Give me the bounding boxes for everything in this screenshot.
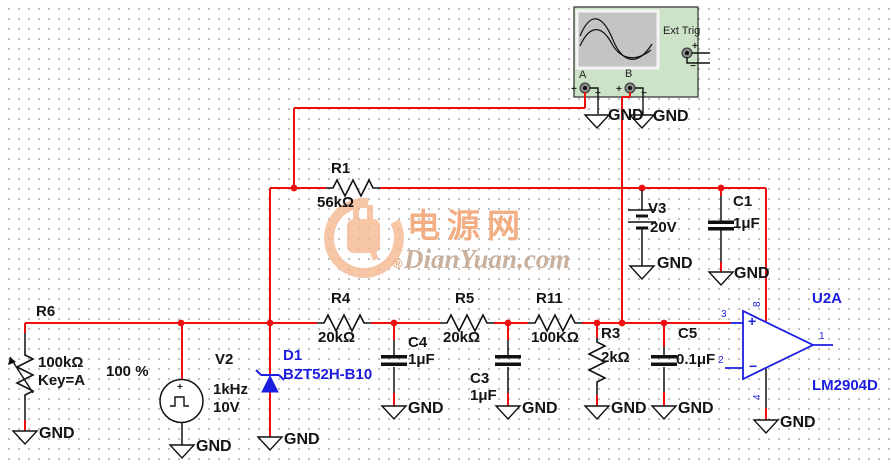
resistor-r1-icon[interactable] xyxy=(326,178,380,198)
gnd-label-d1: GND xyxy=(284,431,320,448)
label-r5-ref: R5 xyxy=(455,290,475,307)
label-r4-value: 20kΩ xyxy=(318,329,356,346)
label-c1-ref: C1 xyxy=(733,193,753,210)
gnd-label-c3: GND xyxy=(522,400,558,417)
label-r1-ref: R1 xyxy=(331,160,351,177)
resistor-r4-icon[interactable] xyxy=(317,313,371,333)
label-r11-value: 100KΩ xyxy=(531,329,579,346)
gnd-v2-icon xyxy=(168,444,196,460)
scope-ext-trig-label: Ext Trig xyxy=(663,25,701,37)
gnd-r3-icon xyxy=(583,405,611,421)
scope-ext-plus: + xyxy=(692,41,698,52)
label-v3-value: 20V xyxy=(650,219,677,236)
gnd-d1-icon xyxy=(256,436,284,452)
scope-b-plus: + xyxy=(616,84,622,95)
component-leads xyxy=(24,190,767,445)
label-v3-ref: V3 xyxy=(648,200,667,217)
label-c5-ref: C5 xyxy=(678,325,698,342)
gnd-label-r6: GND xyxy=(39,425,75,442)
gnd-label-v3: GND xyxy=(657,255,693,272)
gnd-label-r3: GND xyxy=(611,400,647,417)
gnd-r6-icon xyxy=(11,430,39,446)
resistor-r11-icon[interactable] xyxy=(528,313,582,333)
label-u2a-part: LM2904D xyxy=(812,377,878,394)
opamp-pin3-label: 3 xyxy=(721,309,727,320)
opamp-plus-sign: + xyxy=(748,313,757,329)
gnd-c5-icon xyxy=(650,405,678,421)
capacitor-c3-icon[interactable] xyxy=(495,355,521,366)
zener-diode-d1-icon[interactable] xyxy=(255,369,285,393)
label-r1-value: 56kΩ xyxy=(317,194,355,211)
label-v2-ref: V2 xyxy=(215,351,234,368)
gnd-c4-icon xyxy=(380,405,408,421)
label-c3-ref: C3 xyxy=(470,370,490,387)
wires[interactable] xyxy=(24,92,767,437)
gnd-label-c1: GND xyxy=(734,265,770,282)
opamp-minus-sign: − xyxy=(749,358,758,374)
ground-symbols[interactable] xyxy=(11,114,780,460)
gnd-c1-icon xyxy=(707,271,735,287)
label-d1-ref: D1 xyxy=(283,347,303,364)
label-u2a-ref: U2A xyxy=(812,290,843,307)
scope-terminal-a[interactable] xyxy=(579,82,591,94)
gnd-label-c4: GND xyxy=(408,400,444,417)
label-v2-volt: 10V xyxy=(213,399,240,416)
watermark-brand: 电源网 xyxy=(407,207,527,244)
label-r3-value: 2kΩ xyxy=(601,349,630,366)
label-d1-part: BZT52H-B10 xyxy=(283,366,373,383)
gnd-label-scope-a: GND xyxy=(608,107,644,124)
scope-channel-a-label: A xyxy=(579,69,587,81)
label-c1-value: 1μF xyxy=(733,215,760,232)
scope-a-plus: + xyxy=(571,84,577,95)
watermark-domain: DianYuan.com xyxy=(404,244,571,274)
gnd-label-v2: GND xyxy=(196,438,232,455)
scope-b-minus: − xyxy=(641,88,647,99)
scope-terminal-ext-trig[interactable] xyxy=(681,47,693,59)
gnd-u2a-icon xyxy=(752,419,780,435)
label-r6-percent: 100 % xyxy=(106,363,149,380)
opamp-pin1-label: 1 xyxy=(819,331,825,342)
capacitor-c1-icon[interactable] xyxy=(708,220,734,231)
gnd-c3-icon xyxy=(494,405,522,421)
gnd-label-c5: GND xyxy=(678,400,714,417)
label-r6-value: 100kΩ xyxy=(38,354,84,371)
label-r11-ref: R11 xyxy=(536,290,563,307)
label-c5-value: 0.1μF xyxy=(676,351,716,368)
opamp-pin4-label: 4 xyxy=(752,394,763,400)
label-r3-ref: R3 xyxy=(601,325,621,342)
capacitor-c5-icon[interactable] xyxy=(651,355,677,366)
label-c3-value: 1μF xyxy=(470,387,497,404)
resistor-r5-icon[interactable] xyxy=(440,313,494,333)
gnd-label-scope-b: GND xyxy=(653,108,689,125)
resistor-r3-icon[interactable] xyxy=(587,338,607,386)
label-c4-value: 1μF xyxy=(408,351,435,368)
opamp-pin8-label: 8 xyxy=(752,301,763,307)
capacitor-c4-icon[interactable] xyxy=(381,355,407,366)
label-c4-ref: C4 xyxy=(408,334,428,351)
scope-ext-minus: − xyxy=(690,61,696,72)
opamp-pin2-label: 2 xyxy=(718,355,724,366)
junction-dots xyxy=(177,184,725,327)
label-v2-plus: + xyxy=(177,382,183,393)
label-r6-key: Key=A xyxy=(38,372,86,389)
oscilloscope-icon[interactable] xyxy=(573,6,710,115)
battery-v3-icon[interactable] xyxy=(628,209,656,230)
scope-a-minus: − xyxy=(595,88,601,99)
label-r4-ref: R4 xyxy=(331,290,351,307)
gnd-v3-icon xyxy=(628,265,656,281)
gnd-scope-a-icon xyxy=(583,114,611,130)
scope-terminal-b[interactable] xyxy=(624,82,636,94)
gnd-scope-b-icon xyxy=(628,114,656,130)
watermark-registered: ® xyxy=(393,256,403,271)
scope-waveform-icon xyxy=(579,18,653,60)
label-v2-freq: 1kHz xyxy=(213,381,249,398)
gnd-label-u2a: GND xyxy=(780,414,816,431)
source-v2-icon[interactable] xyxy=(159,378,204,424)
label-r6-ref: R6 xyxy=(36,303,56,320)
potentiometer-r6-icon[interactable] xyxy=(8,350,35,400)
scope-channel-b-label: B xyxy=(625,68,633,80)
opamp-u2a-icon[interactable] xyxy=(725,309,833,381)
label-r5-value: 20kΩ xyxy=(443,329,481,346)
